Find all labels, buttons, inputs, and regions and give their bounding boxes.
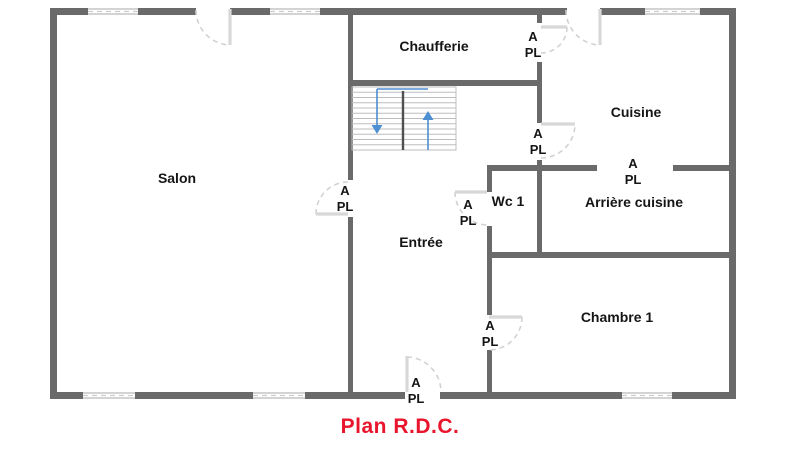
arrow-up-icon — [422, 111, 434, 120]
door-chaufferie-closet — [540, 25, 568, 54]
exterior-walls — [50, 8, 736, 399]
door-swings — [195, 9, 602, 393]
door-salon-exterior — [195, 9, 232, 46]
room-label-salon: Salon — [157, 170, 197, 186]
room-label-cuisine: Cuisine — [610, 104, 662, 120]
staircase — [351, 86, 457, 151]
door-chambre-closet — [488, 315, 523, 351]
window — [645, 8, 700, 15]
door-entree-front — [405, 356, 442, 393]
room-label-chambre1: Chambre 1 — [580, 309, 654, 325]
door-salon-closet — [315, 181, 349, 216]
window — [83, 392, 135, 399]
room-label-chaufferie: Chaufferie — [399, 38, 469, 54]
window — [270, 8, 320, 15]
window — [253, 392, 305, 399]
window — [88, 8, 138, 15]
window — [622, 392, 672, 399]
door-cuisine-exterior — [565, 9, 602, 46]
arrow-down-icon — [371, 125, 383, 134]
room-label-arriere-cuisine: Arrière cuisine — [584, 194, 684, 210]
stairs-route — [371, 88, 434, 150]
door-wc — [454, 190, 489, 226]
room-label-wc1: Wc 1 — [491, 193, 525, 209]
windows — [83, 8, 700, 399]
room-label-entree: Entrée — [399, 234, 443, 250]
plan-title: Plan R.D.C. — [340, 415, 460, 438]
door-cuisine-interior — [540, 122, 576, 159]
interior-walls — [348, 15, 729, 392]
